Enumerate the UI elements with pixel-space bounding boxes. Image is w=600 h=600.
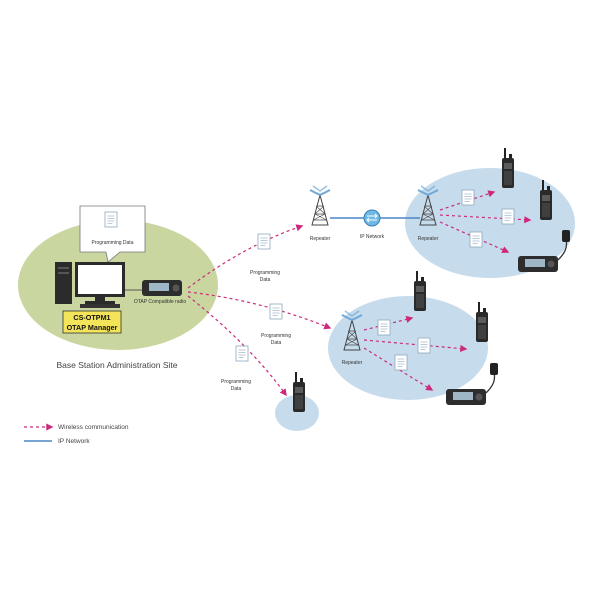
cluster-document-icon — [394, 354, 408, 371]
ip-network-icon — [363, 209, 381, 227]
wireless-link-lower-repeater — [187, 291, 332, 330]
handheld-radio-icon — [501, 147, 515, 189]
legend: Wireless communication IP Network — [24, 423, 129, 445]
link-data-label: Data — [260, 277, 271, 283]
product-name: CS-OTPM1 — [73, 313, 110, 322]
legend-ip-label: IP Network — [58, 438, 90, 445]
handheld-radio-icon — [475, 301, 489, 343]
otap-radio-label: OTAP Compatible radio — [134, 299, 187, 305]
base-site-title: Base Station Administration Site — [57, 360, 178, 370]
cluster-document-icon — [377, 319, 391, 336]
wireless-link-lower-mobile — [363, 347, 434, 391]
product-subtitle: OTAP Manager — [67, 323, 118, 332]
link-programming-label: Programming — [261, 333, 291, 339]
link-document-icon — [257, 233, 271, 250]
product-label-box: CS-OTPM1 OTAP Manager — [62, 310, 122, 334]
programming-data-callout: Programming Data — [79, 205, 146, 263]
link-document-icon — [269, 303, 283, 320]
link-programming-label: Programming — [250, 270, 280, 276]
repeater-label: Repeater — [310, 236, 331, 242]
callout-document-icon — [104, 211, 118, 228]
repeater-label: Repeater — [418, 236, 439, 242]
keyboard-icon — [80, 304, 120, 308]
handheld-radio-icon — [413, 270, 427, 312]
cluster-document-icon — [501, 208, 515, 225]
cluster-document-icon — [417, 337, 431, 354]
wireless-link-standalone-radio — [187, 295, 287, 397]
wireless-link-lower-radio-2 — [363, 339, 468, 353]
cluster-document-icon — [461, 189, 475, 206]
link-data-label: Data — [231, 386, 242, 392]
ip-network-label: IP Network — [360, 234, 385, 240]
upper-repeater-coverage-area — [405, 168, 575, 278]
lower-repeater-coverage-area — [328, 296, 488, 400]
monitor-icon — [75, 262, 125, 304]
otap-radio-icon — [142, 280, 182, 296]
handheld-radio-icon — [292, 371, 306, 413]
pc-tower-icon — [55, 262, 72, 304]
callout-label: Programming Data — [92, 240, 134, 246]
link-data-label: Data — [271, 340, 282, 346]
legend-wireless-label: Wireless communication — [58, 424, 129, 431]
wireless-links — [187, 224, 332, 397]
wireless-link-upper-repeater — [187, 224, 304, 289]
cluster-document-icon — [469, 231, 483, 248]
repeater-tower-icon — [309, 185, 331, 226]
link-programming-label: Programming — [221, 379, 251, 385]
standalone-radio-area — [275, 395, 319, 431]
link-document-icon — [235, 345, 249, 362]
repeater-label: Repeater — [342, 360, 363, 366]
